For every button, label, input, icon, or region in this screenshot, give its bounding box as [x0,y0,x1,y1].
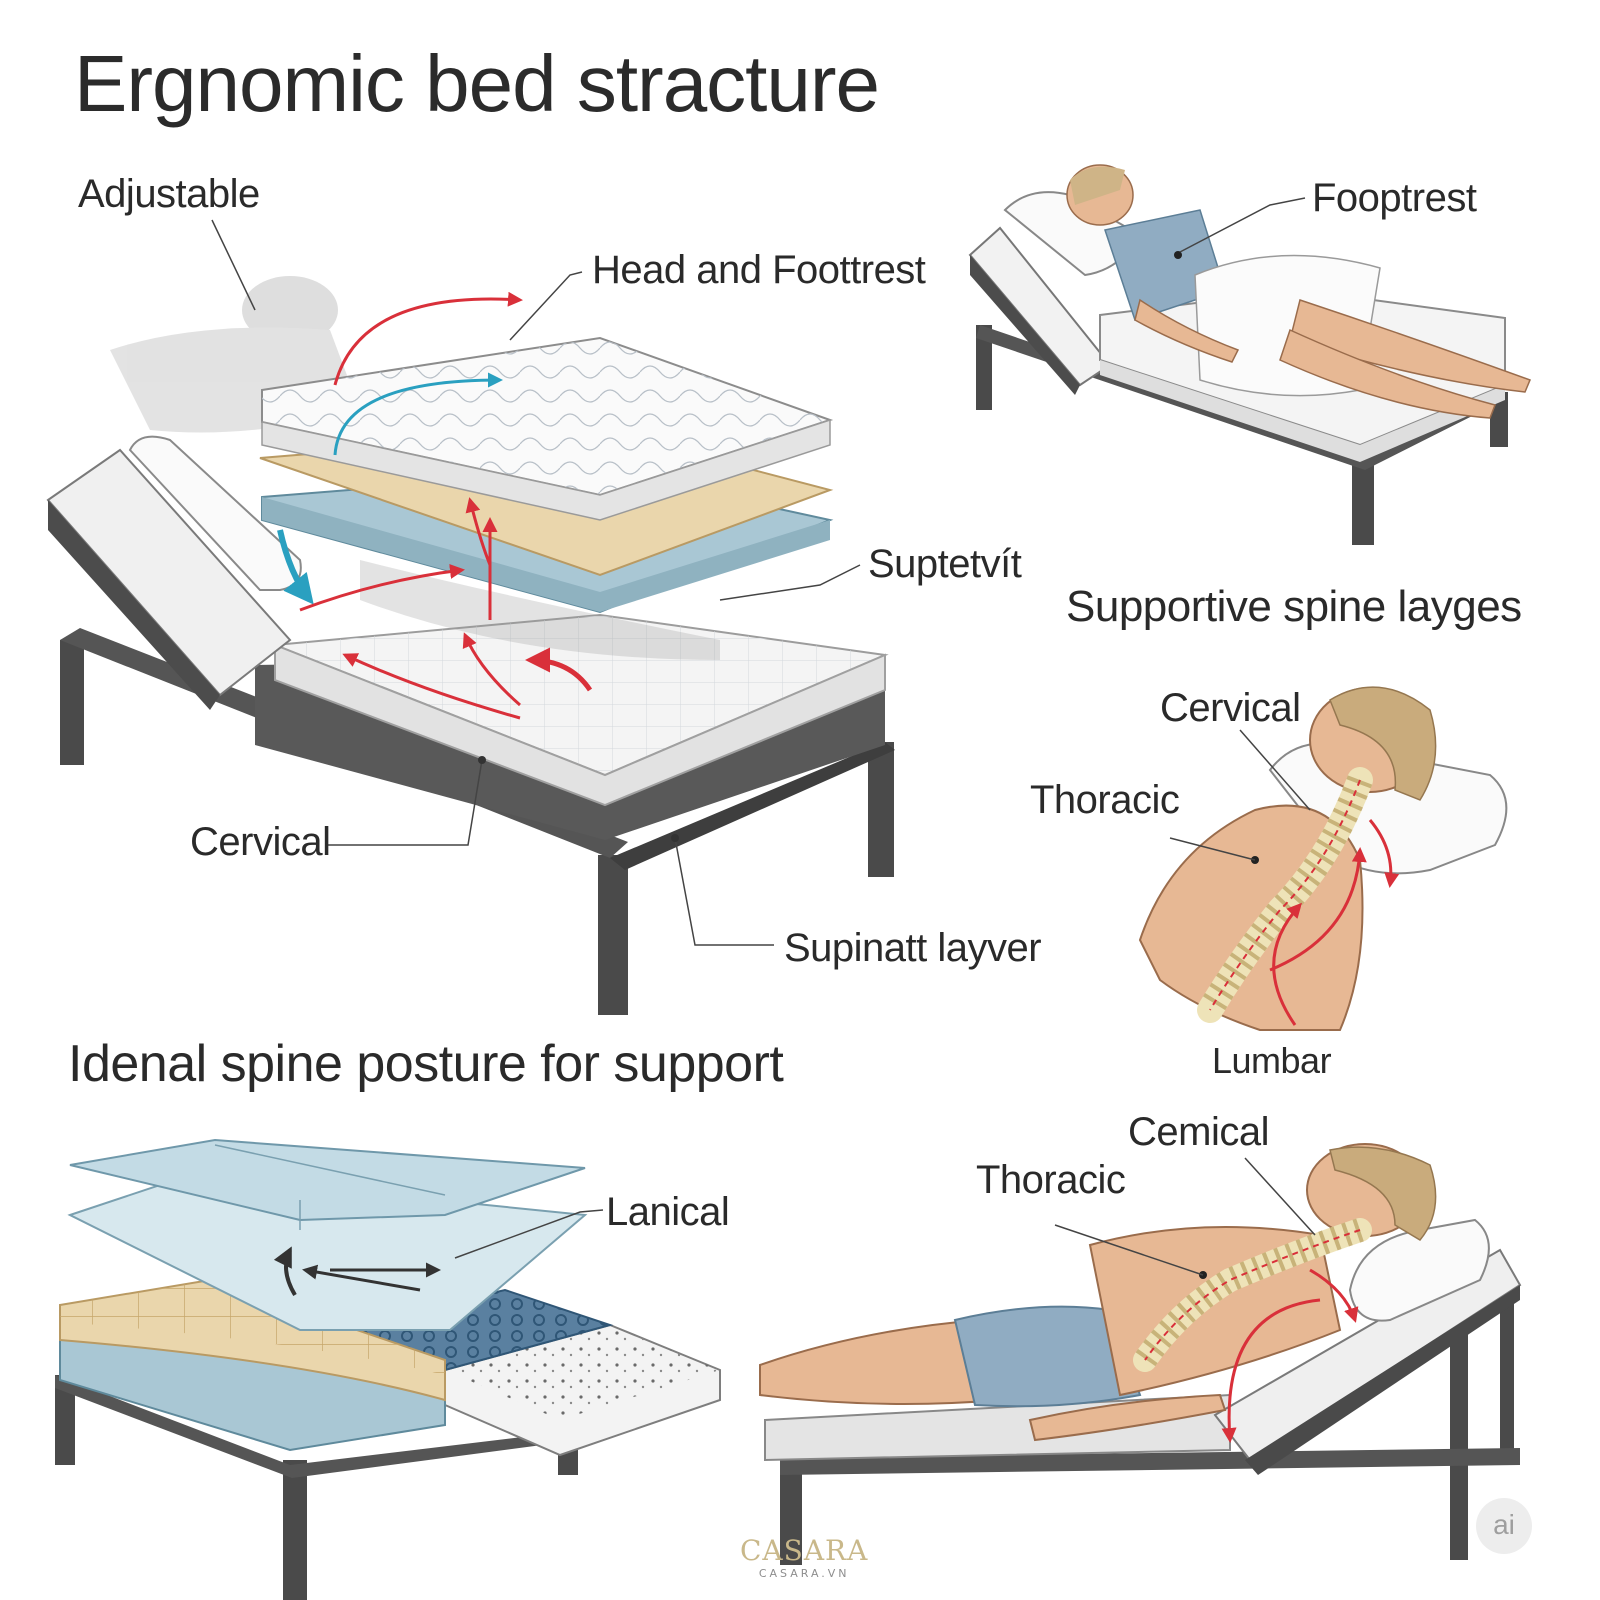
callout-thoracic-recline: Thoracic [976,1158,1126,1202]
leader-line [454,1209,604,1259]
bed-leg [598,855,628,1015]
arrow-teal [333,372,503,456]
arrow-red [1221,1298,1321,1443]
callout-fooptrest: Fooptrest [1312,176,1477,220]
brand-name: CASARA [740,1534,869,1567]
arrow-red [1368,819,1400,888]
arrow-dark [273,1246,297,1297]
callout-suptetvit: Suptetvít [868,542,1022,586]
brand-site: CASARA.VN [758,1567,850,1580]
reclining-figure-bed [759,1143,1522,1565]
callout-cervical-main: Cervical [190,820,331,864]
heading-ideal-posture: Idenal spine posture for support [68,1035,784,1093]
person-arm [1134,298,1240,363]
leader-line [674,837,774,946]
leader-line [211,219,256,311]
leader-line [1169,837,1256,861]
arm [1028,1393,1227,1442]
leader-line [719,564,861,601]
leader-line [1179,197,1306,253]
callout-thoracic-spine: Thoracic [1030,778,1180,822]
leader-line [328,759,483,846]
footrest-bed [968,164,1531,545]
arrow-red [462,632,521,707]
callout-head-footrest: Head and Foottrest [592,248,926,292]
arrow-red [525,647,593,692]
leader-line [509,271,583,341]
pillow [1348,1218,1490,1322]
callout-lumbar: Lumbar [1212,1040,1332,1081]
arrow-dark [302,1264,421,1292]
arrow-red [1269,847,1367,972]
arrow-red [1272,902,1303,1026]
leader-line [1239,729,1311,811]
layered-bed [55,1138,721,1600]
leader-line [1054,1224,1204,1276]
callout-lanical: Lanical [606,1190,730,1234]
shorts [953,1305,1142,1408]
arrow-red [1309,1268,1359,1323]
arrow-red [299,564,465,612]
bed-leg [60,640,84,765]
arrow-red [333,291,523,386]
callout-adjustable: Adjustable [78,172,260,216]
raised-head-section [46,448,292,697]
cover-layer [69,1138,586,1222]
heading-supportive-spine: Supportive spine layges [1066,582,1522,631]
callout-cervical-spine: Cervical [1160,686,1301,730]
callout-cemical: Cemical [1128,1110,1269,1154]
leader-line [1244,1157,1316,1236]
arrow-teal [277,529,314,605]
main-adjustable-bed [46,219,895,1015]
ai-badge: ai [1476,1498,1532,1554]
page-title: Ergnomic bed stracture [74,39,880,128]
arrow-red [465,497,492,566]
bed-leg [868,742,894,877]
arrow-red [342,653,521,720]
brand-logo: CASARA CASARA.VN [740,1534,868,1580]
spine-closeup [1138,686,1508,1031]
callout-supinatt-layer: Supinatt layver [784,926,1042,970]
